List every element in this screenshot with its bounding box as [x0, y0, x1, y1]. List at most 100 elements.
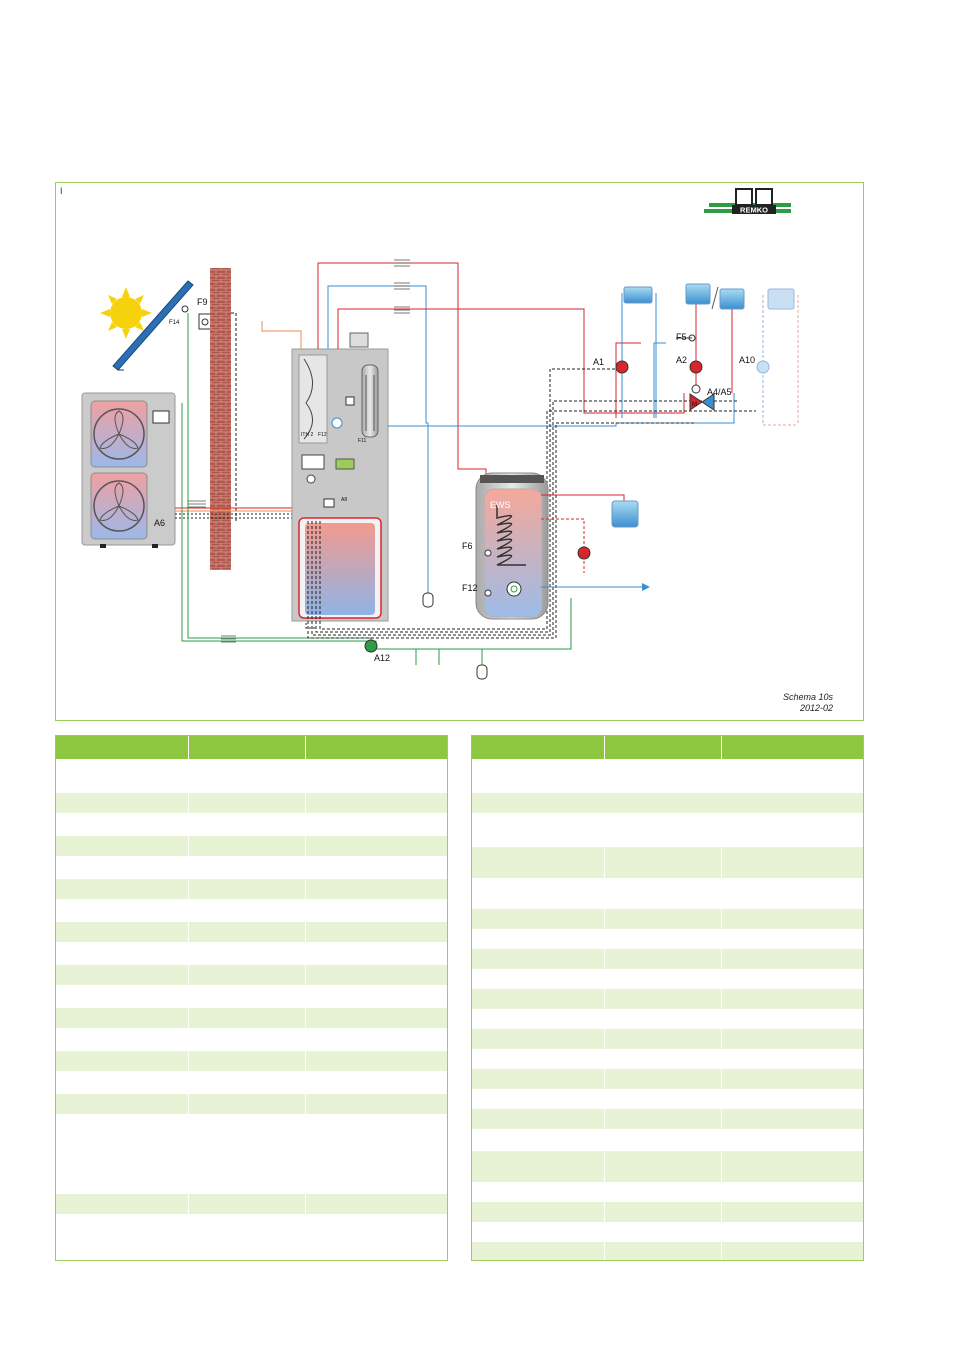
table-row: [472, 1089, 863, 1109]
table-cell: [188, 836, 307, 856]
table-cell: [188, 759, 307, 793]
table-cell: [604, 1182, 723, 1202]
remko-logo: REMKO: [704, 188, 791, 215]
table-cell: [472, 813, 605, 847]
table-cell: [722, 1151, 863, 1182]
table-row: [472, 969, 863, 989]
table-row: [472, 847, 863, 878]
table-cell: [472, 929, 605, 949]
legend-table-left: [55, 735, 448, 1261]
table-cell: [56, 899, 189, 922]
table-cell: [56, 965, 189, 985]
table-cell: [472, 1129, 605, 1151]
table-cell: [604, 813, 723, 847]
table-cell: [188, 793, 307, 813]
table-cell: [604, 1109, 723, 1129]
table-cell: [472, 847, 605, 878]
label-ews: EWS: [490, 500, 511, 510]
table-cell: [472, 878, 605, 909]
table-row: [472, 1049, 863, 1069]
table-cell: [722, 989, 863, 1009]
label-f11: F11: [358, 438, 366, 444]
table-cell: [306, 813, 447, 836]
table-cell: [188, 1051, 307, 1071]
table-cell: [472, 1242, 605, 1260]
table-cell: [604, 1202, 723, 1222]
table-cell: [604, 847, 723, 878]
table-cell: [722, 1069, 863, 1089]
table-row: [472, 1109, 863, 1129]
table-cell: [722, 1222, 863, 1242]
table-row: [56, 856, 447, 879]
table-row: [472, 929, 863, 949]
table-cell: [604, 1151, 723, 1182]
table-cell: [472, 909, 605, 929]
table-cell: [472, 1029, 605, 1049]
table-cell: [306, 836, 447, 856]
table-row: [472, 1151, 863, 1182]
table-cell: [722, 1029, 863, 1049]
circulation-pump-icon: [577, 546, 591, 560]
pump-a12-icon: [364, 639, 378, 653]
table-cell: [604, 1009, 723, 1029]
table-cell: [472, 969, 605, 989]
table-cell: [56, 1071, 189, 1094]
label-f5: F5: [676, 332, 687, 342]
label-f6: F6: [462, 541, 473, 551]
table-cell: [472, 1009, 605, 1029]
table-cell: [188, 813, 307, 836]
table-cell: [56, 985, 189, 1008]
table-cell: [604, 1242, 723, 1260]
table-cell: [472, 1049, 605, 1069]
label-m: M: [692, 402, 697, 408]
table-cell: [56, 1094, 189, 1114]
table-cell: [722, 909, 863, 929]
table-row: [472, 1129, 863, 1151]
table-cell: [56, 793, 189, 813]
table-cell: [722, 1242, 863, 1260]
table-cell: [56, 856, 189, 879]
table-cell: [472, 1089, 605, 1109]
expansion-vessel-icon: [422, 592, 434, 608]
table-row: [472, 1222, 863, 1242]
table-cell: [604, 1089, 723, 1109]
table-cell: [306, 922, 447, 942]
pump-a2-icon: [689, 360, 703, 374]
pump-a1-icon: [615, 360, 629, 374]
solar-collector: [112, 280, 194, 371]
table-cell: [722, 1202, 863, 1222]
table-cell: [472, 759, 605, 793]
table-row: [472, 1202, 863, 1222]
table-cell: [604, 1069, 723, 1089]
sun-icon: [100, 287, 152, 339]
table-cell: [306, 1008, 447, 1028]
table-cell: [306, 759, 447, 793]
table-cell: [604, 1049, 723, 1069]
label-a6: A6: [154, 518, 165, 528]
table-cell: [306, 942, 447, 965]
table-cell: [604, 1222, 723, 1242]
table-cell: [472, 1069, 605, 1089]
table-cell: [306, 1071, 447, 1094]
table-row: [56, 1194, 447, 1214]
table-cell: [604, 929, 723, 949]
table-cell: [188, 1028, 307, 1051]
table-row: [56, 813, 447, 836]
table-cell: [188, 899, 307, 922]
pump-a10-icon: [756, 360, 770, 374]
table-row: [472, 793, 863, 813]
table-cell: [472, 793, 863, 813]
table-cell: [722, 949, 863, 969]
table-cell: [722, 1129, 863, 1151]
table-cell: [306, 899, 447, 922]
table-header-row: [56, 736, 447, 759]
table-cell: [188, 965, 307, 985]
label-a12: A12: [374, 653, 390, 663]
table-header-row: [472, 736, 863, 759]
table-cell: [604, 969, 723, 989]
table-cell: [188, 922, 307, 942]
table-row: [472, 878, 863, 909]
table-cell: [604, 759, 723, 793]
table-cell: [188, 856, 307, 879]
table-cell: [722, 736, 863, 759]
